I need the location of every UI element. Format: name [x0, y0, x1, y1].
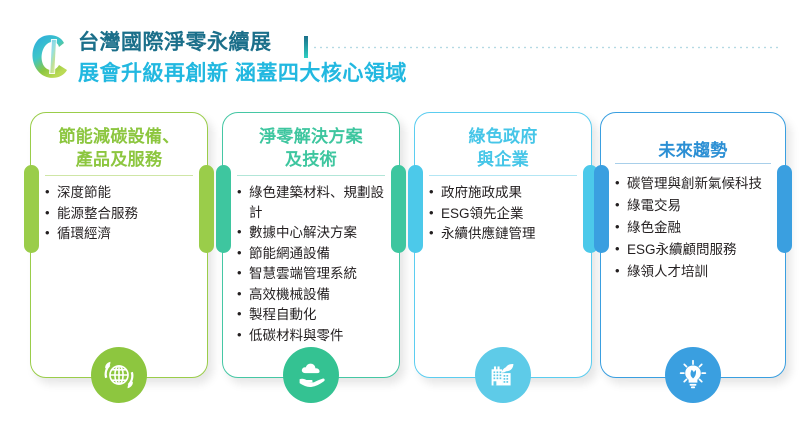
list-item: 政府施政成果: [428, 182, 582, 203]
card-divider: [237, 175, 385, 177]
card-side-tab-left: [408, 165, 423, 253]
building-leaf-icon: [475, 347, 531, 403]
card-divider: [45, 175, 193, 177]
card-title: 未來趨勢: [611, 139, 775, 162]
category-card-energy-saving-carbon-reduction[interactable]: 節能減碳設備、 產品及服務 深度節能 能源整合服務 循環經濟: [24, 112, 214, 403]
page-title: 台灣國際淨零永續展 展會升級再創新 涵蓋四大核心領域: [78, 29, 407, 88]
list-item: 循環經濟: [44, 223, 198, 244]
list-item: ESG領先企業: [428, 203, 582, 224]
card-item-list: 綠色建築材料、規劃設計 數據中心解決方案 節能網通設備 智慧雲端管理系統 高效機…: [236, 182, 390, 346]
card-side-tab-left: [24, 165, 39, 253]
category-card-green-government-enterprise[interactable]: 綠色政府 與企業 政府施政成果 ESG領先企業 永續供應鏈管理: [408, 112, 598, 403]
card-title-line: 及技術: [285, 150, 337, 169]
card-side-tab-left: [594, 165, 609, 253]
card-title-line: 節能減碳設備、: [58, 127, 180, 146]
card-title-line: 綠色政府: [468, 127, 538, 146]
list-item: 碳管理與創新氣候科技: [614, 172, 776, 194]
hand-holding-cloud-leaf-icon: [283, 347, 339, 403]
list-item: 製程自動化: [236, 304, 390, 325]
header: 台灣國際淨零永續展 展會升級再創新 涵蓋四大核心領域: [0, 0, 800, 104]
card-title: 淨零解決方案 及技術: [233, 125, 389, 171]
card-side-tab-right: [391, 165, 406, 253]
card-title-line: 未來趨勢: [658, 141, 728, 160]
list-item: 低碳材料與零件: [236, 325, 390, 346]
title-accent-bar: [304, 36, 308, 58]
list-item: 深度節能: [44, 182, 198, 203]
category-card-list: 節能減碳設備、 產品及服務 深度節能 能源整合服務 循環經濟: [0, 108, 800, 403]
card-title-line: 產品及服務: [75, 150, 163, 169]
list-item: 能源整合服務: [44, 203, 198, 224]
card-title-line: 淨零解決方案: [259, 127, 363, 146]
list-item: 綠領人才培訓: [614, 260, 776, 282]
category-card-net-zero-solutions[interactable]: 淨零解決方案 及技術 綠色建築材料、規劃設計 數據中心解決方案 節能網通設備 智…: [216, 112, 406, 403]
list-item: 綠色建築材料、規劃設計: [236, 182, 390, 222]
list-item: 節能網通設備: [236, 243, 390, 264]
list-item: 綠電交易: [614, 194, 776, 216]
list-item: 智慧雲端管理系統: [236, 263, 390, 284]
category-card-future-trends[interactable]: 未來趨勢 碳管理與創新氣候科技 綠電交易 綠色金融 ESG永續顧問服務 綠領人才…: [594, 112, 792, 403]
lightbulb-leaf-icon: [665, 347, 721, 403]
page-title-line1: 台灣國際淨零永續展: [78, 31, 272, 54]
card-divider: [429, 175, 577, 177]
dotted-rule: [312, 46, 782, 49]
card-title-line: 與企業: [477, 150, 529, 169]
card-side-tab-right: [777, 165, 792, 253]
list-item: ESG永續顧問服務: [614, 238, 776, 260]
page-title-line2: 展會升級再創新 涵蓋四大核心領域: [78, 62, 407, 85]
card-item-list: 政府施政成果 ESG領先企業 永續供應鏈管理: [428, 182, 582, 245]
list-item: 永續供應鏈管理: [428, 223, 582, 244]
taiwan-net-zero-logo-icon: [30, 30, 72, 82]
card-divider: [615, 163, 771, 165]
list-item: 數據中心解決方案: [236, 222, 390, 243]
card-title: 綠色政府 與企業: [425, 125, 581, 171]
card-item-list: 深度節能 能源整合服務 循環經濟: [44, 182, 198, 245]
card-side-tab-left: [216, 165, 231, 253]
card-side-tab-right: [199, 165, 214, 253]
list-item: 綠色金融: [614, 216, 776, 238]
card-title: 節能減碳設備、 產品及服務: [41, 125, 197, 171]
globe-recycle-icon: [91, 347, 147, 403]
card-item-list: 碳管理與創新氣候科技 綠電交易 綠色金融 ESG永續顧問服務 綠領人才培訓: [614, 172, 776, 283]
list-item: 高效機械設備: [236, 284, 390, 305]
